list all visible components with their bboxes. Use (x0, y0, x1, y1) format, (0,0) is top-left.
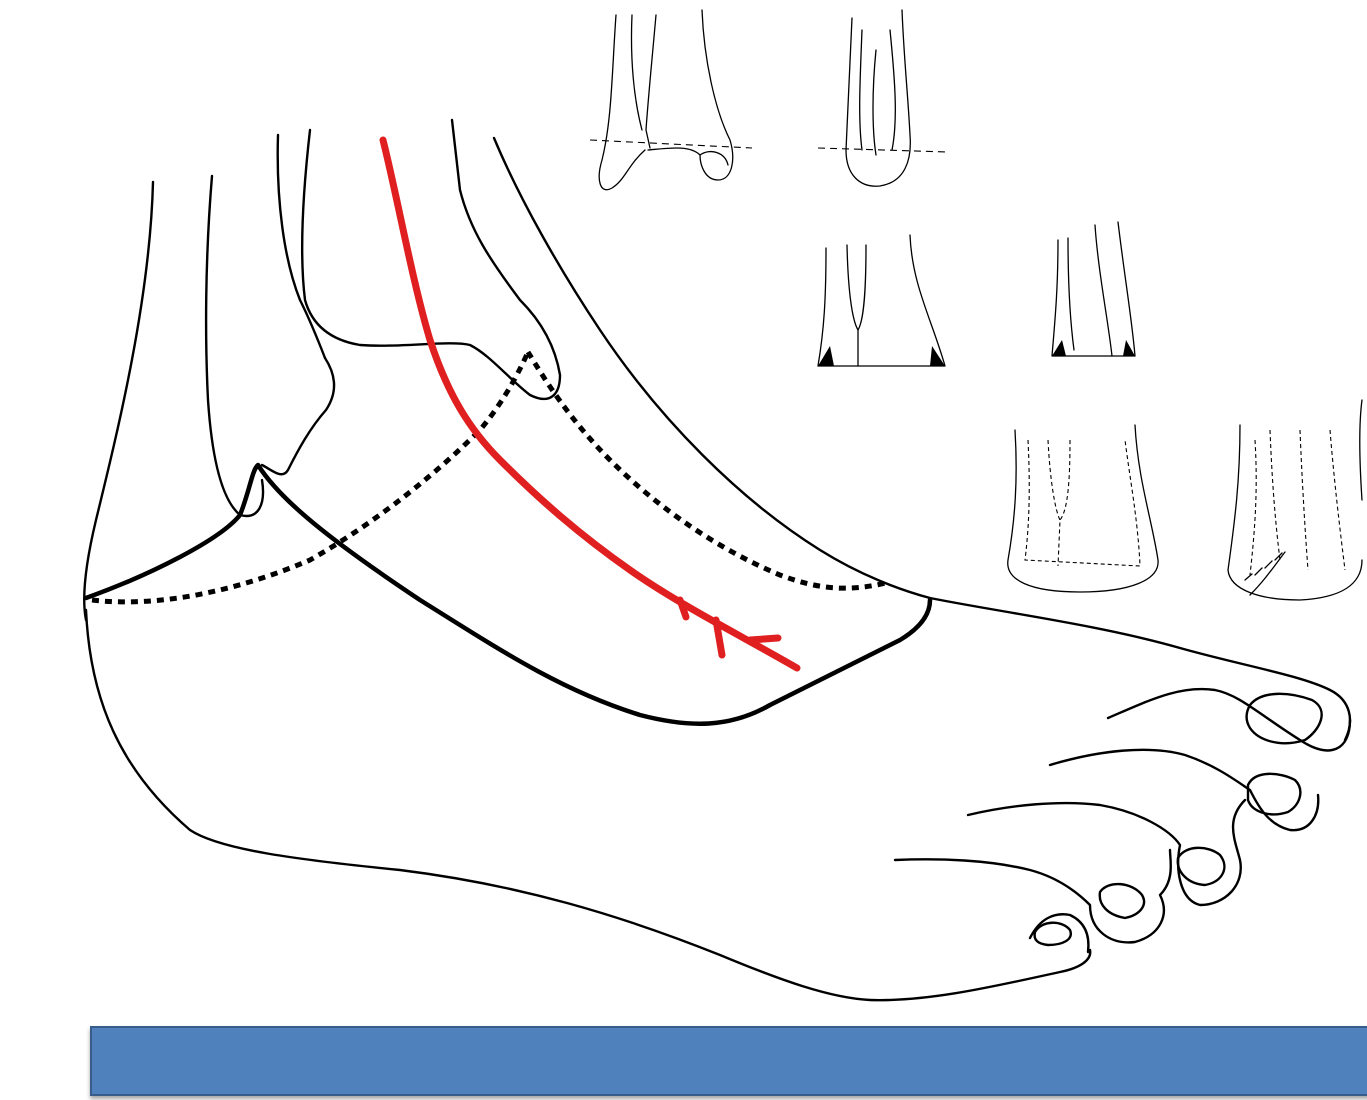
inset-sketch-4 (1052, 222, 1135, 356)
toenail-5 (1035, 923, 1071, 945)
sole-outline (86, 610, 1090, 1000)
ankle-notch (262, 358, 334, 474)
toenail-2 (1248, 774, 1300, 815)
leg-front-outline (494, 138, 1350, 740)
incision-line (383, 140, 797, 668)
fibula-line (302, 120, 560, 399)
toe-5-outline (1030, 914, 1088, 952)
leg-inner-line (206, 176, 263, 516)
foot-drawing (84, 120, 1350, 1000)
toenail-1 (1247, 694, 1322, 743)
inset-sketch-5 (1008, 425, 1158, 592)
skin-flap-outline (86, 465, 930, 724)
toe-2-outline (1050, 750, 1318, 830)
toenail-3 (1178, 848, 1225, 885)
toe-3-outline (968, 800, 1245, 905)
leg-back-outline (84, 182, 153, 620)
inset-sketch-2 (818, 10, 948, 186)
dotted-flap-boundary-medial (528, 352, 890, 588)
dotted-flap-boundary-lateral (92, 352, 528, 602)
inset-sketch-3 (818, 235, 945, 366)
toe-1-outline (1108, 689, 1350, 750)
inset-sketch-1 (590, 10, 752, 190)
inset-sketch-6 (1228, 400, 1362, 600)
toe-4-outline (895, 850, 1171, 942)
caption-bar (90, 1026, 1367, 1096)
toenail-4 (1100, 884, 1144, 918)
